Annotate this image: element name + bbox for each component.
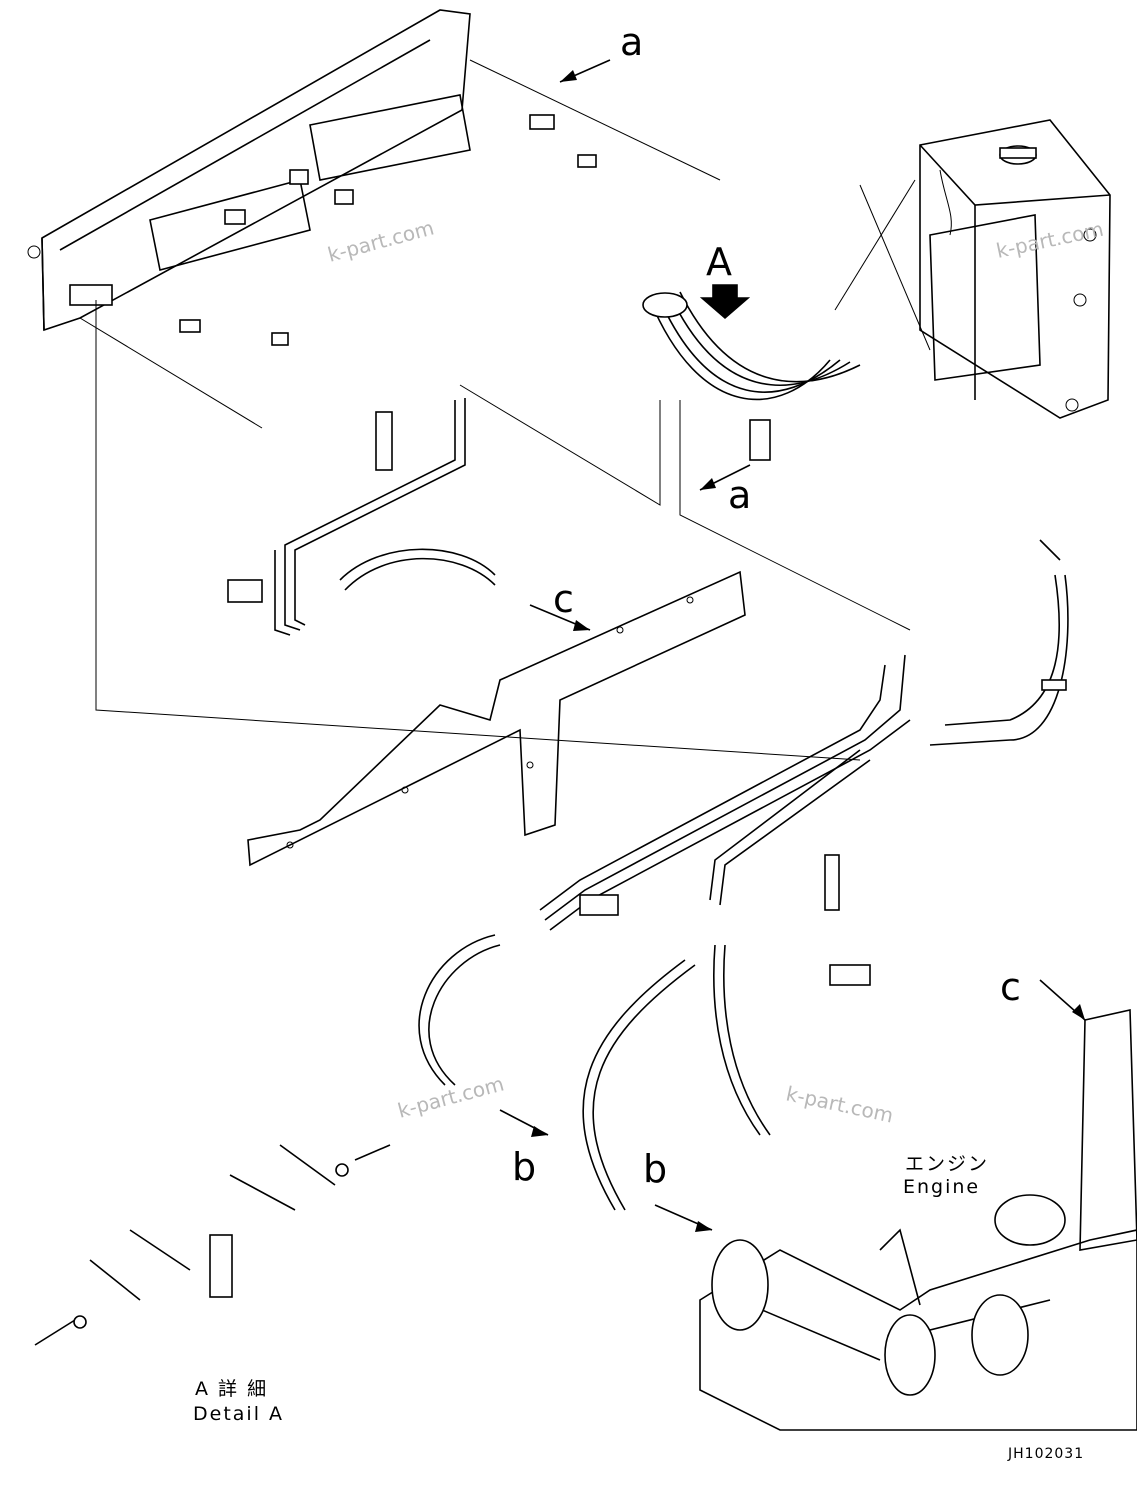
engine-assembly — [699, 1009, 1137, 1431]
watermark: k-part.com — [994, 217, 1106, 263]
detail-label-jp: A 詳 細 — [195, 1378, 268, 1400]
view-label-c-mid: c — [553, 577, 574, 621]
hose-group-lower — [418, 934, 771, 1211]
pipe-group-left — [227, 398, 496, 636]
hose-group-right — [929, 539, 1069, 746]
drawing-code: JH102031 — [1007, 1446, 1084, 1462]
frame-structure — [27, 9, 861, 761]
hose-bundle-a — [459, 179, 931, 631]
view-label-b-right: b — [643, 1147, 667, 1191]
detail-label-en: Detail A — [193, 1403, 284, 1425]
view-label-c-right: c — [1000, 965, 1021, 1009]
bracket-plate — [247, 570, 746, 867]
detail-a-parts — [34, 1144, 391, 1346]
leader-arrows — [499, 59, 1086, 1232]
view-label-b-left: b — [512, 1145, 536, 1189]
view-label-a-top: a — [620, 20, 643, 64]
view-label-a-mid: a — [728, 473, 751, 517]
engine-label-en: Engine — [903, 1176, 980, 1198]
view-label-big-a: A — [706, 240, 732, 284]
engine-label-jp: エンジン — [905, 1153, 989, 1175]
hydraulic-tank — [919, 119, 1111, 419]
watermark: k-part.com — [784, 1081, 896, 1127]
pipe-group-main — [539, 654, 911, 986]
watermark: k-part.com — [325, 215, 436, 266]
watermark: k-part.com — [395, 1071, 506, 1122]
